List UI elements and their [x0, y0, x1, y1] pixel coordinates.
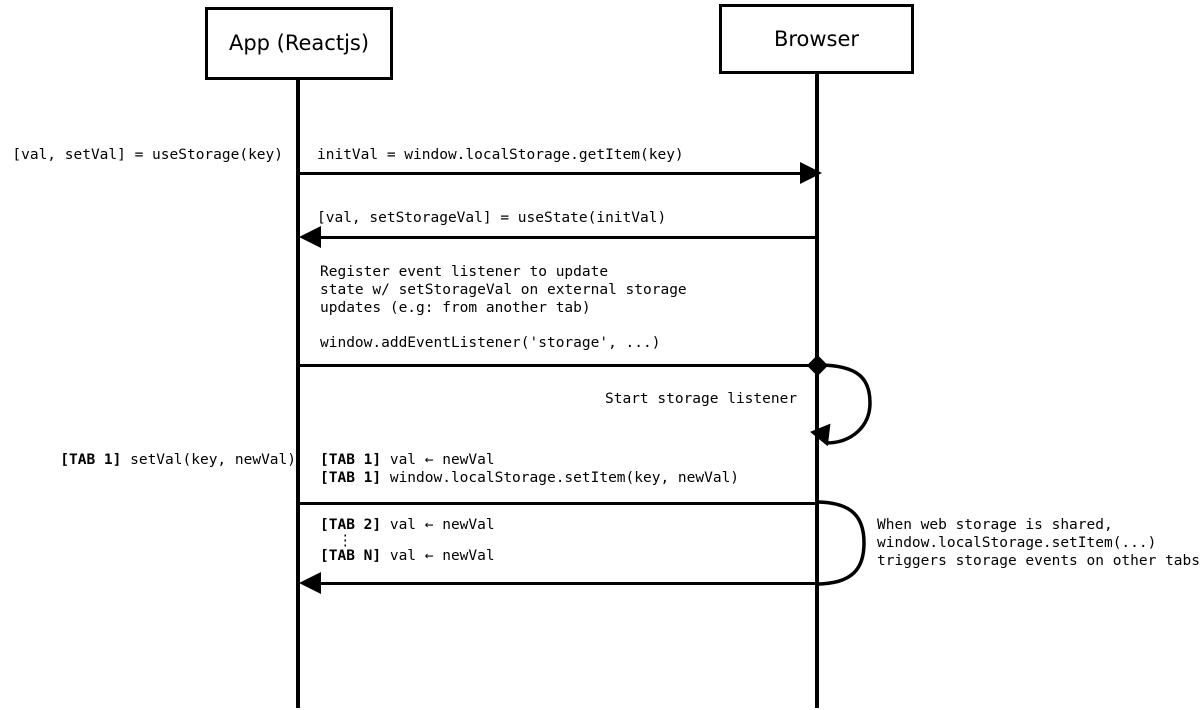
participant-box-browser: Browser	[719, 4, 914, 74]
label-setval-call: [TAB 1] setVal(key, newVal)	[0, 452, 296, 470]
label-tab1-row2-text: window.localStorage.setItem(key, newVal)	[381, 469, 740, 486]
label-register-line-2: state w/ setStorageVal on external stora…	[320, 281, 687, 298]
message-line-2	[310, 236, 818, 239]
label-initval-message: initVal = window.localStorage.getItem(ke…	[317, 147, 684, 163]
message-line-6	[310, 582, 818, 585]
label-tabn-text: val ← newVal	[381, 547, 495, 564]
label-start-storage-listener: Start storage listener	[605, 391, 798, 407]
label-usestate-message: [val, setStorageVal] = useState(initVal)	[317, 210, 667, 226]
label-setval-tag: [TAB 1]	[60, 452, 122, 468]
label-tab1-block: [TAB 1] val ← newVal[TAB 1] window.local…	[320, 452, 739, 488]
label-tab1-row1-text: val ← newVal	[381, 452, 495, 468]
label-tab1-row1-tag: [TAB 1]	[320, 452, 382, 468]
note-line-3: triggers storage events on other tabs	[877, 552, 1200, 569]
arrowhead-right-1	[800, 162, 822, 184]
lifeline-browser	[815, 74, 819, 708]
arrowhead-left-6	[299, 572, 321, 594]
self-loop-arc-storage-listener	[812, 358, 882, 458]
note-storage-events: When web storage is shared,window.localS…	[877, 517, 1200, 570]
note-line-2: window.localStorage.setItem(...)	[877, 534, 1157, 551]
label-tab2-text: val ← newVal	[381, 517, 495, 533]
label-usestorage-call: [val, setVal] = useStorage(key)	[12, 147, 283, 163]
participant-label-browser: Browser	[773, 26, 860, 51]
message-line-1	[298, 172, 806, 175]
note-line-1: When web storage is shared,	[877, 517, 1113, 533]
label-setval-rest: setVal(key, newVal)	[121, 452, 296, 468]
label-register-line-1: Register event listener to update	[320, 264, 609, 280]
message-line-5	[298, 502, 818, 505]
label-tab2-tag: [TAB 2]	[320, 517, 382, 533]
arrowhead-left-2	[299, 226, 321, 248]
self-loop-arc-storage-event	[814, 499, 874, 591]
participant-label-app: App (Reactjs)	[228, 31, 370, 55]
label-add-event-listener: window.addEventListener('storage', ...)	[320, 335, 661, 351]
label-tabn-block: [TAB 2] val ← newVal ⋮[TAB N] val ← newVa…	[320, 517, 495, 566]
label-tabn-tag: [TAB N]	[320, 547, 382, 564]
label-vertical-ellipsis: ⋮	[338, 532, 353, 549]
participant-box-app: App (Reactjs)	[205, 7, 393, 80]
label-tab1-row2-tag: [TAB 1]	[320, 469, 382, 486]
label-register-line-3: updates (e.g: from another tab)	[320, 299, 591, 316]
message-line-3	[298, 364, 814, 367]
lifeline-app	[296, 80, 300, 708]
